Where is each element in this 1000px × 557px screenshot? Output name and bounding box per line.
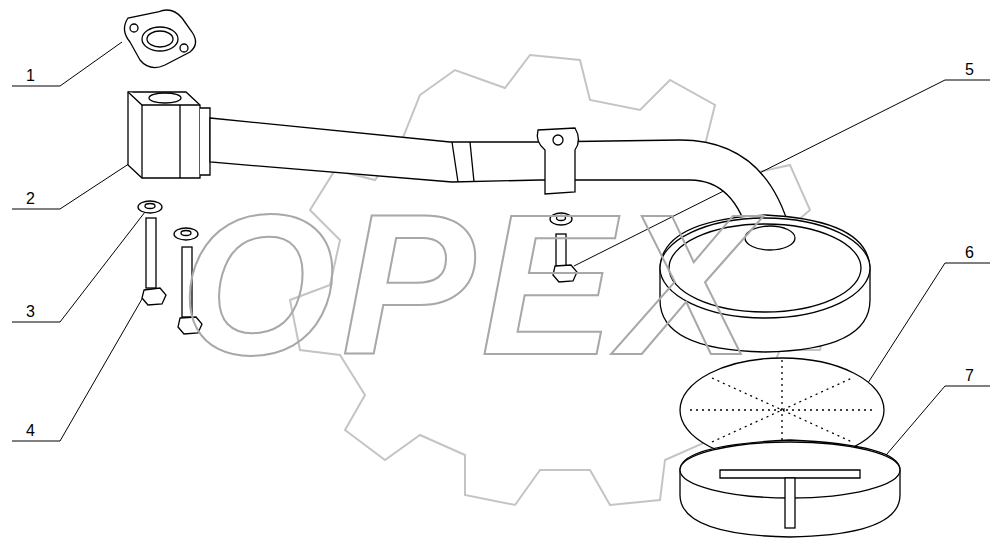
watermark: OPEX: [180, 185, 760, 385]
callout-number: 4: [26, 423, 35, 439]
callout-number: 1: [26, 68, 35, 84]
callout-number: 3: [26, 304, 35, 320]
callout-number: 5: [965, 62, 974, 78]
callout-number: 2: [26, 191, 35, 207]
parts: [124, 10, 900, 537]
callout-number: 6: [965, 245, 974, 261]
callout-number: 7: [965, 368, 974, 384]
leader-lines: [12, 42, 990, 495]
